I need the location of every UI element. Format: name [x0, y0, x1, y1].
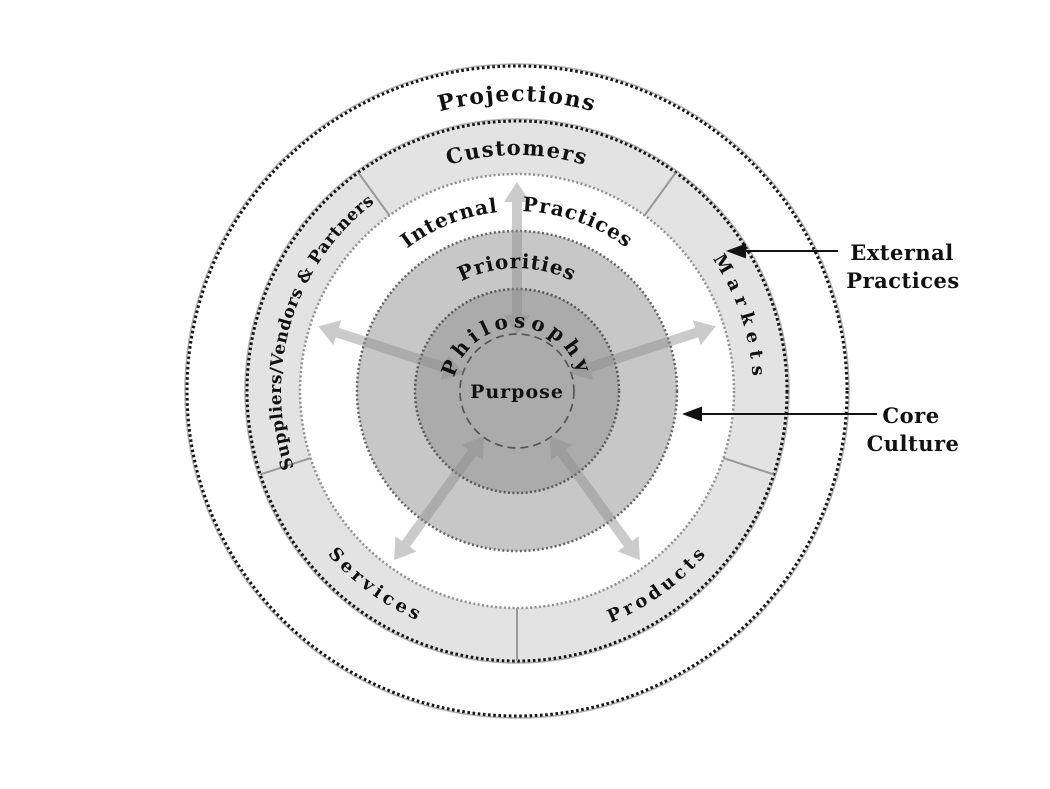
core-culture-arrowhead-icon: [682, 406, 702, 422]
segments-ring-outer-border: [245, 119, 789, 663]
external-practices-callout: External Practices: [726, 240, 959, 293]
outer-ring-border: [185, 64, 849, 718]
divider-suppliers-customers: [357, 172, 391, 216]
segment-dividers: [259, 172, 775, 661]
divider-markets-products: [723, 457, 775, 476]
core-culture-text-line1: Core: [882, 403, 939, 428]
external-practices-text-line2: Practices: [846, 268, 959, 293]
external-practices-text-line1: External: [850, 240, 954, 265]
core-culture-callout: Core Culture: [682, 403, 959, 456]
divider-services-suppliers: [259, 457, 311, 476]
external-practices-arrowhead-icon: [726, 243, 746, 259]
divider-customers-markets: [643, 172, 677, 216]
core-culture-text-line2: Culture: [867, 431, 960, 456]
purpose-label: Purpose: [470, 381, 564, 403]
purpose-circle: [459, 333, 575, 449]
